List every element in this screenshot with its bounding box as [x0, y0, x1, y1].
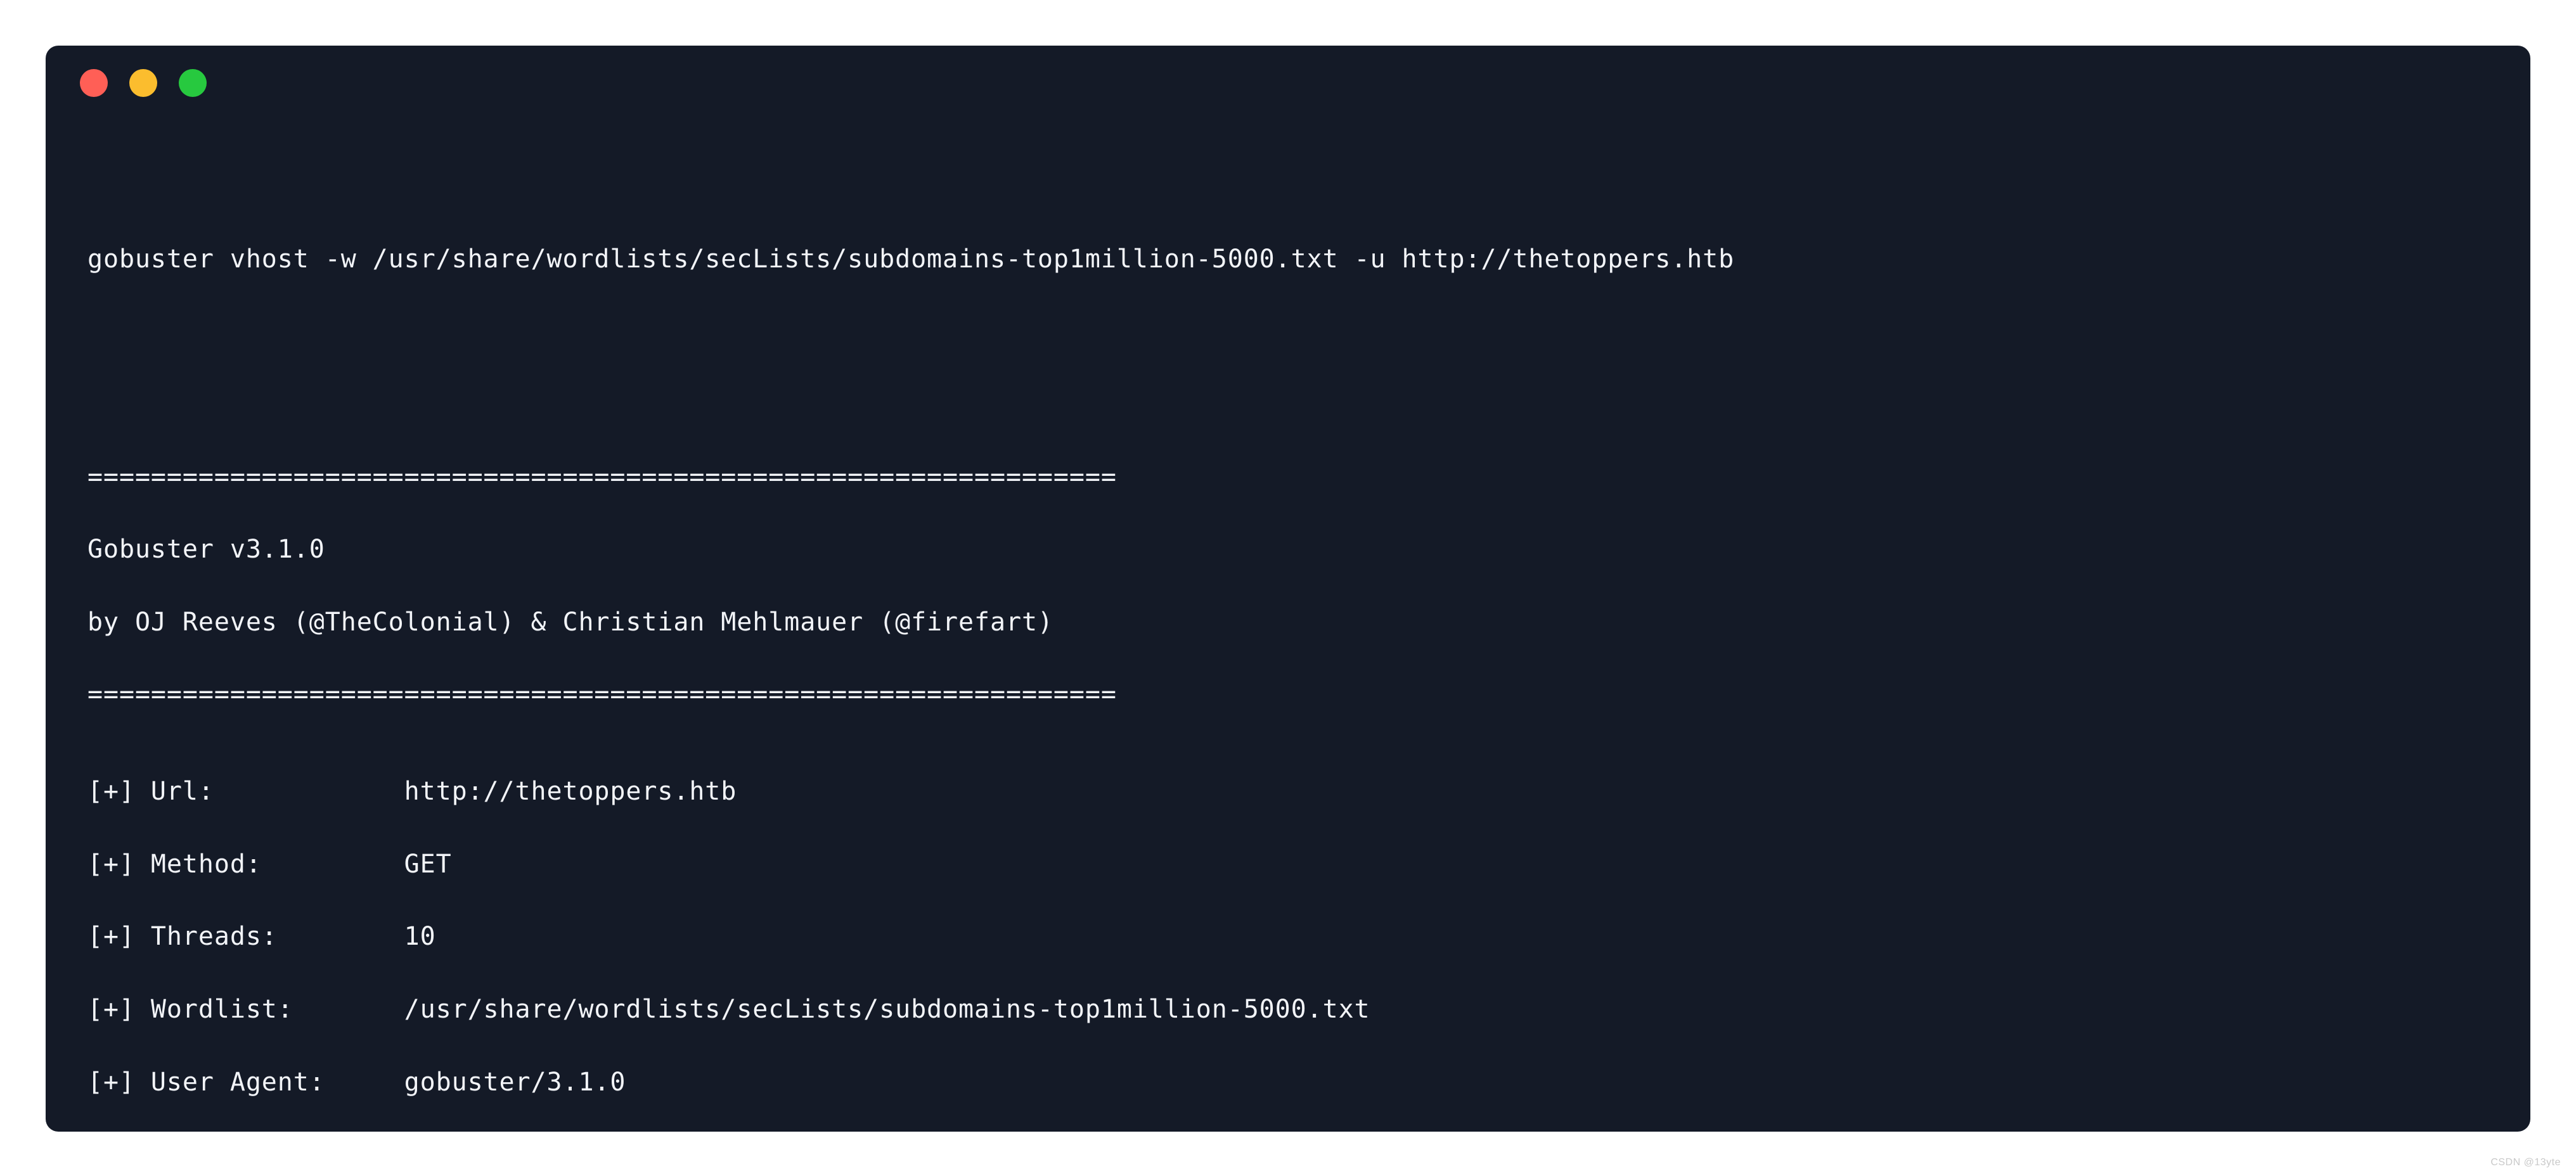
csdn-watermark: CSDN @13yte — [2490, 1157, 2561, 1168]
terminal-window[interactable]: gobuster vhost -w /usr/share/wordlists/s… — [46, 46, 2530, 1132]
maximize-dot-icon[interactable] — [179, 69, 207, 97]
terminal-titlebar — [46, 46, 2530, 120]
close-dot-icon[interactable] — [80, 69, 108, 97]
command-line: gobuster vhost -w /usr/share/wordlists/s… — [87, 245, 1735, 274]
param-row-threads: [+] Threads: 10 — [87, 922, 436, 952]
param-row-url: [+] Url: http://thetoppers.htb — [87, 777, 737, 807]
banner-authors: by OJ Reeves (@TheColonial) & Christian … — [87, 607, 1053, 637]
separator-top: ========================================… — [87, 462, 1117, 492]
terminal-output[interactable]: gobuster vhost -w /usr/share/wordlists/s… — [87, 120, 2530, 1132]
separator-after-banner: ========================================… — [87, 680, 1117, 710]
param-row-wordlist: [+] Wordlist: /usr/share/wordlists/secLi… — [87, 994, 1370, 1024]
param-row-user-agent: [+] User Agent: gobuster/3.1.0 — [87, 1067, 626, 1097]
minimize-dot-icon[interactable] — [129, 69, 157, 97]
banner-tool-version: Gobuster v3.1.0 — [87, 535, 325, 565]
param-row-method: [+] Method: GET — [87, 849, 452, 879]
